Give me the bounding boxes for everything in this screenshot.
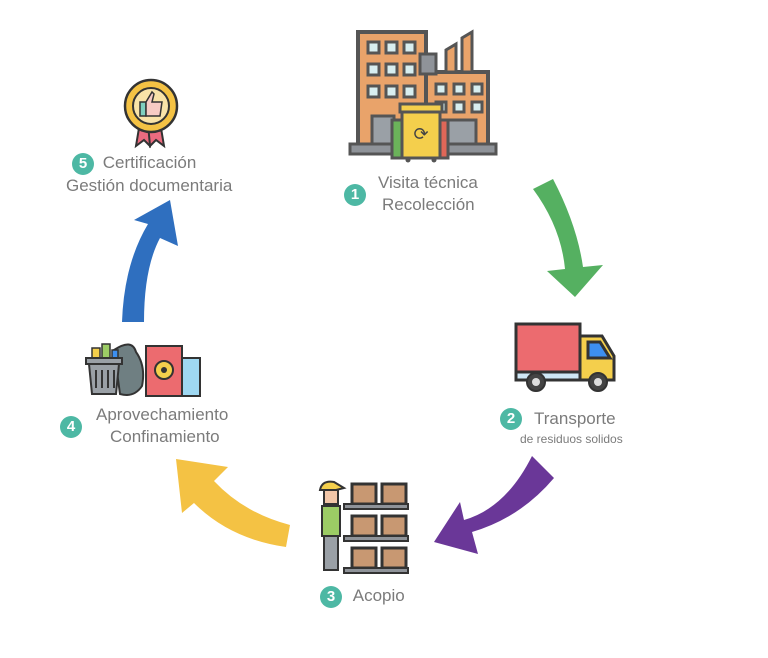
step-2-line2: de residuos solidos <box>520 432 623 446</box>
trash-and-hazard-barrel-icon <box>85 343 201 397</box>
step-3-badge: 3 <box>320 585 342 608</box>
arrow-1-to-2 <box>533 179 603 297</box>
step-4-line2: Confinamiento <box>110 427 220 446</box>
truck-icon <box>514 322 616 392</box>
arrow-3-to-4 <box>176 459 290 547</box>
step-1-badge: 1 <box>344 184 366 206</box>
step-4-label: 4 Aprovechamiento Confinamiento <box>60 404 260 448</box>
building-recycle-bins-icon: ⟳ <box>348 29 498 163</box>
svg-text:⟳: ⟳ <box>413 124 428 144</box>
step-5-line2: Gestión documentaria <box>66 175 233 195</box>
step-2-label: 2 Transporte de residuos solidos <box>500 408 670 450</box>
step-3-line1: Acopio <box>352 586 405 605</box>
step-5-badge: 5 <box>72 152 94 175</box>
step-5-label: 5 Certificación Gestión documentaria <box>66 152 286 197</box>
step-1-line1: Visita técnica <box>378 173 478 192</box>
arrow-2-to-3 <box>434 456 554 554</box>
step-2-line1: Transporte <box>534 409 616 428</box>
step-4-badge: 4 <box>60 416 82 438</box>
warehouse-worker-shelves-icon <box>318 480 409 574</box>
step-1-line2: Recolección <box>382 195 475 214</box>
step-2-badge: 2 <box>500 408 522 430</box>
arrow-4-to-5 <box>122 200 178 322</box>
certificate-badge-icon <box>123 78 179 149</box>
step-5-line1: Certificación <box>102 153 197 172</box>
step-1-label: 1 Visita técnica Recolección <box>344 172 504 216</box>
step-4-line1: Aprovechamiento <box>96 405 229 424</box>
step-3-label: 3 Acopio <box>320 585 440 608</box>
